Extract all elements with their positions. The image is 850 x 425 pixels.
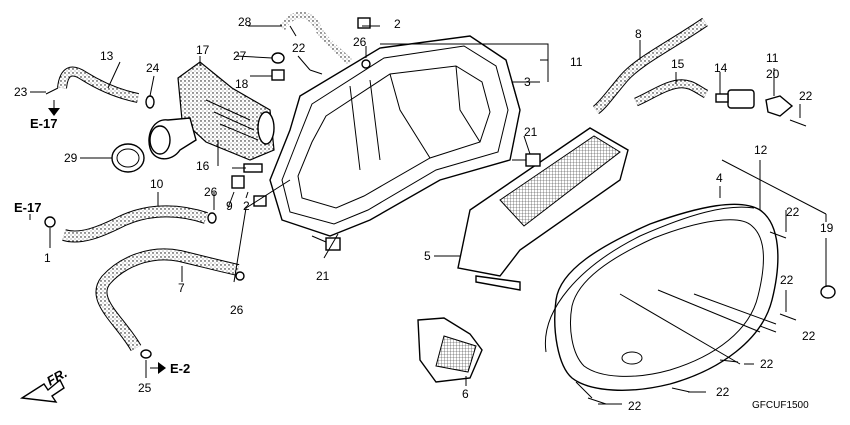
- ref-e2: E-2: [170, 361, 190, 376]
- hose-10: [62, 205, 208, 243]
- label-14: 14: [714, 61, 728, 75]
- clip-26-c: [235, 271, 245, 281]
- plug-16: [243, 163, 263, 173]
- clip-26-a: [361, 59, 371, 69]
- label-18: 18: [235, 77, 249, 91]
- plug-9: [231, 175, 245, 189]
- label-12: 12: [754, 143, 768, 157]
- label-22-c: 22: [786, 205, 800, 219]
- band-29: [111, 143, 145, 173]
- label-2-a: 2: [394, 17, 401, 31]
- gasket-4: [544, 206, 755, 353]
- label-13: 13: [100, 49, 114, 63]
- diagram-code: GFCUF1500: [752, 400, 809, 411]
- label-22-h: 22: [628, 399, 642, 413]
- label-22-g: 22: [716, 385, 730, 399]
- label-3: 3: [524, 75, 531, 89]
- label-26-b: 26: [204, 185, 218, 199]
- label-16: 16: [196, 159, 210, 173]
- screw-22-group: [309, 69, 807, 405]
- label-19: 19: [820, 221, 834, 235]
- label-22-a: 22: [292, 41, 306, 55]
- clip-19: [820, 285, 836, 299]
- valve-14: [715, 89, 755, 109]
- guard-6: [417, 317, 483, 383]
- hose-13: [57, 66, 140, 103]
- label-26-a: 26: [353, 35, 367, 49]
- ref-arrow-e17-left: E-17: [14, 200, 41, 220]
- fitting-27-18: [271, 52, 285, 81]
- front-label: FR.: [44, 365, 70, 388]
- ref-arrow-e17-top: E-17: [30, 100, 60, 131]
- label-29: 29: [64, 151, 78, 165]
- bolt-21-bottom: [311, 235, 341, 251]
- label-7: 7: [178, 281, 185, 295]
- air-cleaner-cover-12: [554, 203, 779, 391]
- bolt-21-top: [512, 153, 541, 167]
- hose-8: [592, 17, 708, 114]
- clip-1: [44, 216, 56, 228]
- label-22-e: 22: [802, 329, 816, 343]
- label-11-a: 11: [570, 55, 583, 69]
- clip-23: [45, 87, 59, 95]
- label-20: 20: [766, 67, 780, 81]
- label-11-b: 11: [766, 51, 779, 65]
- ref-e17-top: E-17: [30, 116, 57, 131]
- bolt-2-mid: [253, 195, 267, 207]
- label-24: 24: [146, 61, 160, 75]
- air-cleaner-case-3: [269, 35, 521, 237]
- label-22-b: 22: [799, 89, 813, 103]
- ref-arrow-e2: E-2: [150, 361, 190, 376]
- label-21-a: 21: [524, 125, 538, 139]
- label-4: 4: [716, 171, 723, 185]
- bolt-2-top: [357, 17, 371, 29]
- label-28: 28: [238, 15, 252, 29]
- label-23: 23: [14, 85, 28, 99]
- label-6: 6: [462, 387, 469, 401]
- label-17: 17: [196, 43, 210, 57]
- label-27: 27: [233, 49, 247, 63]
- label-9: 9: [226, 199, 233, 213]
- bracket-20: [765, 95, 794, 117]
- label-26-c: 26: [230, 303, 244, 317]
- label-22-d: 22: [780, 273, 794, 287]
- hose-28: [278, 11, 353, 65]
- clip-26-b: [207, 212, 217, 224]
- hose-7: [95, 248, 240, 352]
- label-22-f: 22: [760, 357, 774, 371]
- clip-25: [140, 349, 152, 359]
- label-15: 15: [671, 57, 685, 71]
- label-5: 5: [424, 249, 431, 263]
- label-2-b: 2: [243, 199, 250, 213]
- label-8: 8: [635, 27, 642, 41]
- hose-15: [634, 79, 709, 107]
- air-cleaner-element-5: [457, 127, 629, 291]
- clip-24: [145, 95, 155, 109]
- label-10: 10: [150, 177, 164, 191]
- label-1: 1: [44, 251, 51, 265]
- part-number-labels: 13 24 17 23 29 28 27 18 22 26 2 11 3 8 1…: [14, 15, 834, 413]
- label-21-b: 21: [316, 269, 330, 283]
- ref-e17-left: E-17: [14, 200, 41, 215]
- front-arrow: FR.: [19, 365, 70, 403]
- connecting-tube-17: [148, 61, 275, 161]
- leader-lines: [30, 25, 827, 405]
- label-25: 25: [138, 381, 152, 395]
